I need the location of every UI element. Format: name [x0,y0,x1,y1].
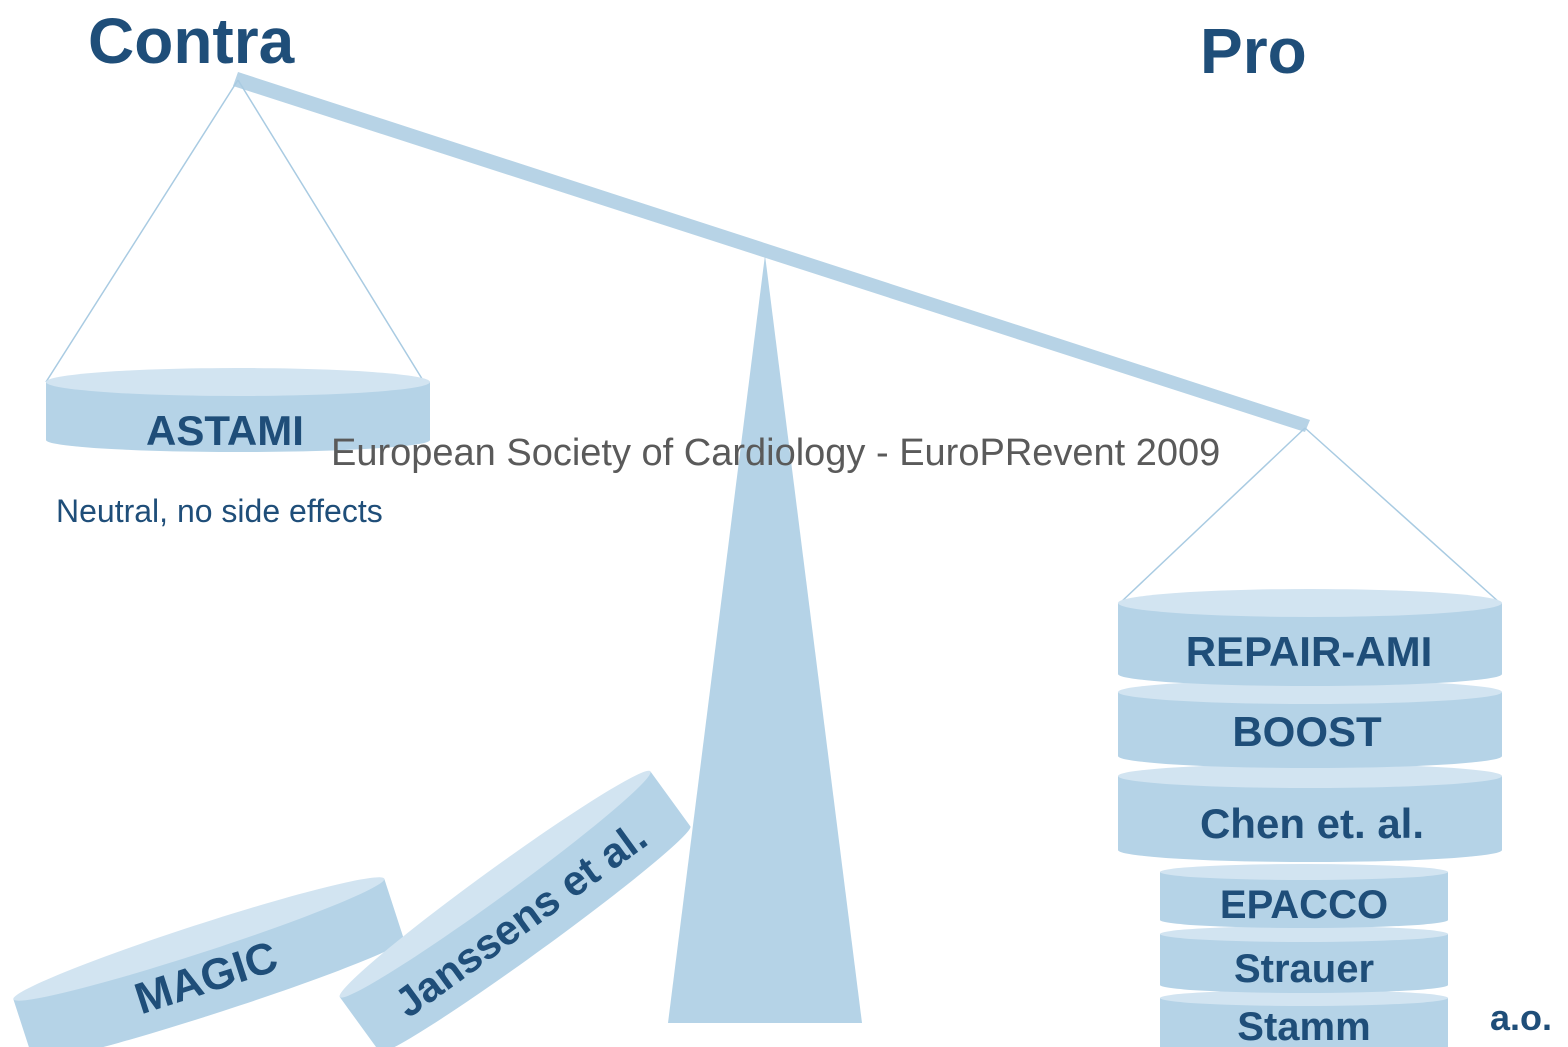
stack-suffix: a.o. [1490,997,1552,1038]
scale-fulcrum [668,255,862,1023]
disk-label-stamm: Stamm [1237,1005,1370,1047]
disk-label-epacco: EPACCO [1220,883,1388,927]
disk-astami: ASTAMI [46,368,430,454]
disk-strauer: Strauer [1160,926,1448,993]
footer-text: European Society of Cardiology - EuroPRe… [331,432,1220,474]
right-pan-string [1119,427,1306,604]
disk-label-repair-ami: REPAIR-AMI [1186,628,1433,675]
contra-heading: Contra [88,5,295,77]
disk-magic: MAGIC [13,877,405,1047]
disk-label-strauer: Strauer [1234,947,1374,991]
disk-label-astami: ASTAMI [146,407,304,454]
disk-label-boost: BOOST [1232,708,1382,755]
disk-boost: BOOST [1118,680,1502,768]
disk-stamm: Stamm [1160,990,1448,1047]
right-pan-string [1304,427,1501,604]
scale-beam [233,72,1310,432]
astami-note: Neutral, no side effects [56,493,383,529]
disk-epacco: EPACCO [1160,864,1448,928]
pro-heading: Pro [1200,15,1307,87]
disk-label-chen: Chen et. al. [1200,800,1424,847]
left-pan-string [237,79,425,383]
disk-chen: Chen et. al. [1118,764,1502,862]
left-pan-string [45,79,239,383]
disk-repair-ami: REPAIR-AMI [1118,589,1502,686]
